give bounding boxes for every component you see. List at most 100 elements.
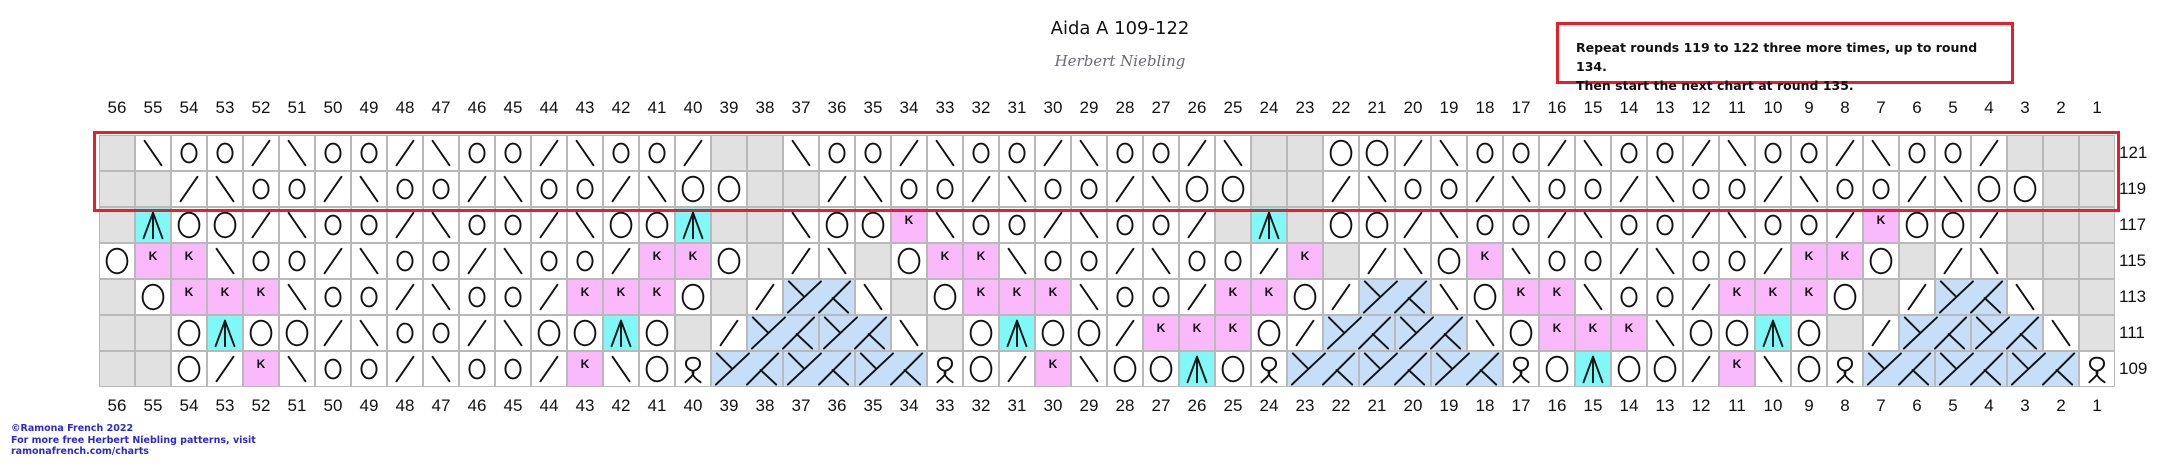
chart-cell-k2tog-slash-icon (207, 351, 243, 387)
chart-cell-cable-icon (747, 315, 819, 351)
credits: ©Ramona French 2022 For more free Herber… (11, 423, 256, 458)
chart-cell-ssk-backslash-icon (1575, 135, 1611, 171)
chart-cell-k-symbol: K (603, 279, 639, 315)
yarn-over-large-icon (645, 319, 669, 347)
chart-cell-cable-icon (855, 351, 927, 387)
chart-cell-k2tog-slash-icon (1539, 207, 1575, 243)
yarn-over-icon (1044, 178, 1062, 200)
k-symbol-label: K (1192, 321, 1202, 335)
chart-cell-yarn-over-large-icon (1287, 279, 1323, 315)
chart-cell-k2tog-slash-icon (531, 279, 567, 315)
chart-cell-yarn-over-icon (927, 171, 963, 207)
k-symbol-label: K (220, 285, 230, 299)
yarn-over-icon (504, 358, 522, 380)
yarn-over-large-icon (1221, 175, 1245, 203)
chart-cell-no-stitch (2079, 243, 2115, 279)
k-symbol-label: K (616, 285, 626, 299)
chart-cell-yarn-over-icon (1503, 207, 1539, 243)
yarn-over-large-icon (141, 283, 165, 311)
chart-cell-yarn-over-icon (315, 351, 351, 387)
yarn-over-large-icon (609, 211, 633, 239)
round-number: 113 (2119, 287, 2147, 306)
multi-decrease-icon (1006, 319, 1028, 348)
chart-cell-yarn-over-icon (999, 207, 1035, 243)
chart-cell-k-symbol: K (1863, 207, 1899, 243)
column-number: 31 (1007, 98, 1027, 117)
yarn-over-icon (1800, 214, 1818, 236)
yarn-over-icon (972, 142, 990, 164)
chart-cell-cable-icon (2007, 351, 2079, 387)
yarn-over-icon (1512, 142, 1530, 164)
chart-cell-yarn-over-icon (207, 135, 243, 171)
chart-cell-no-stitch (927, 315, 963, 351)
k-symbol-label: K (1804, 249, 1814, 263)
ssk-backslash-icon (287, 139, 307, 167)
yarn-over-icon (648, 142, 666, 164)
chart-cell-k-symbol: K (1575, 315, 1611, 351)
yarn-over-icon (1620, 214, 1638, 236)
credits-link[interactable]: ramonafrench.com/charts (11, 446, 149, 457)
ssk-backslash-icon (359, 175, 379, 203)
chart-cell-yarn-over-icon (819, 135, 855, 171)
column-number: 44 (539, 98, 559, 117)
chart-cell-yarn-over-icon (1431, 171, 1467, 207)
k2tog-slash-icon (791, 247, 811, 275)
k-symbol-label: K (1228, 321, 1238, 335)
chart-cell-ssk-backslash-icon (567, 207, 603, 243)
k-symbol-label: K (1624, 321, 1634, 335)
k-symbol-label: K (1768, 285, 1778, 299)
k2tog-slash-icon (1835, 211, 1855, 239)
yarn-over-icon (252, 178, 270, 200)
yarn-over-icon (288, 178, 306, 200)
column-number: 36 (827, 98, 847, 117)
chart-cell-yarn-over-icon (1719, 171, 1755, 207)
chart-cell-k2tog-slash-icon (1467, 171, 1503, 207)
yarn-over-icon (1620, 142, 1638, 164)
column-number: 33 (935, 98, 955, 117)
column-number: 41 (647, 98, 667, 117)
column-number: 44 (539, 396, 559, 415)
yarn-over-icon (1764, 214, 1782, 236)
column-number: 33 (935, 396, 955, 415)
chart-cell-yarn-over-large-icon (639, 207, 675, 243)
k-symbol-label: K (148, 249, 158, 263)
round-number: 109 (2119, 359, 2148, 378)
ssk-backslash-icon (215, 247, 235, 275)
cable-icon (714, 352, 780, 386)
chart-cell-k2tog-slash-icon (1683, 207, 1719, 243)
chart-cell-yarn-over-icon (1863, 171, 1899, 207)
cable-icon (858, 352, 924, 386)
chart-cell-k2tog-slash-icon (531, 351, 567, 387)
yarn-over-large-icon (1149, 355, 1173, 383)
yarn-over-large-icon (177, 319, 201, 347)
yarn-over-icon (324, 286, 342, 308)
yarn-over-icon (1080, 250, 1098, 272)
chart-cell-k-symbol: K (1827, 243, 1863, 279)
column-number: 30 (1043, 98, 1063, 117)
column-number: 7 (1876, 396, 1886, 415)
ssk-backslash-icon (899, 319, 919, 347)
column-number: 9 (1804, 396, 1814, 415)
k-symbol-label: K (1804, 285, 1814, 299)
cable-icon (1866, 352, 1932, 386)
k2tog-slash-icon (1403, 139, 1423, 167)
k2tog-slash-icon (1619, 175, 1639, 203)
ssk-backslash-icon (1799, 175, 1819, 203)
repeat-instructions-note: Repeat rounds 119 to 122 three more time… (1556, 22, 2014, 93)
chart-cell-k2tog-slash-icon (1035, 207, 1071, 243)
ssk-backslash-icon (1079, 355, 1099, 383)
k-symbol-label: K (184, 249, 194, 263)
chart-cell-yarn-over-large-icon (1071, 315, 1107, 351)
yarn-over-icon (972, 214, 990, 236)
column-number: 38 (755, 396, 775, 415)
chart-cell-k-symbol: K (999, 279, 1035, 315)
column-number: 5 (1948, 98, 1958, 117)
chart-cell-yarn-over-icon (999, 135, 1035, 171)
yarn-over-large-icon (2013, 175, 2037, 203)
ssk-backslash-icon (1655, 175, 1675, 203)
yarn-over-icon (1620, 286, 1638, 308)
chart-cell-yarn-over-icon (603, 135, 639, 171)
k2tog-slash-icon (1763, 247, 1783, 275)
yarn-over-large-icon (645, 211, 669, 239)
chart-cell-no-stitch (855, 243, 891, 279)
